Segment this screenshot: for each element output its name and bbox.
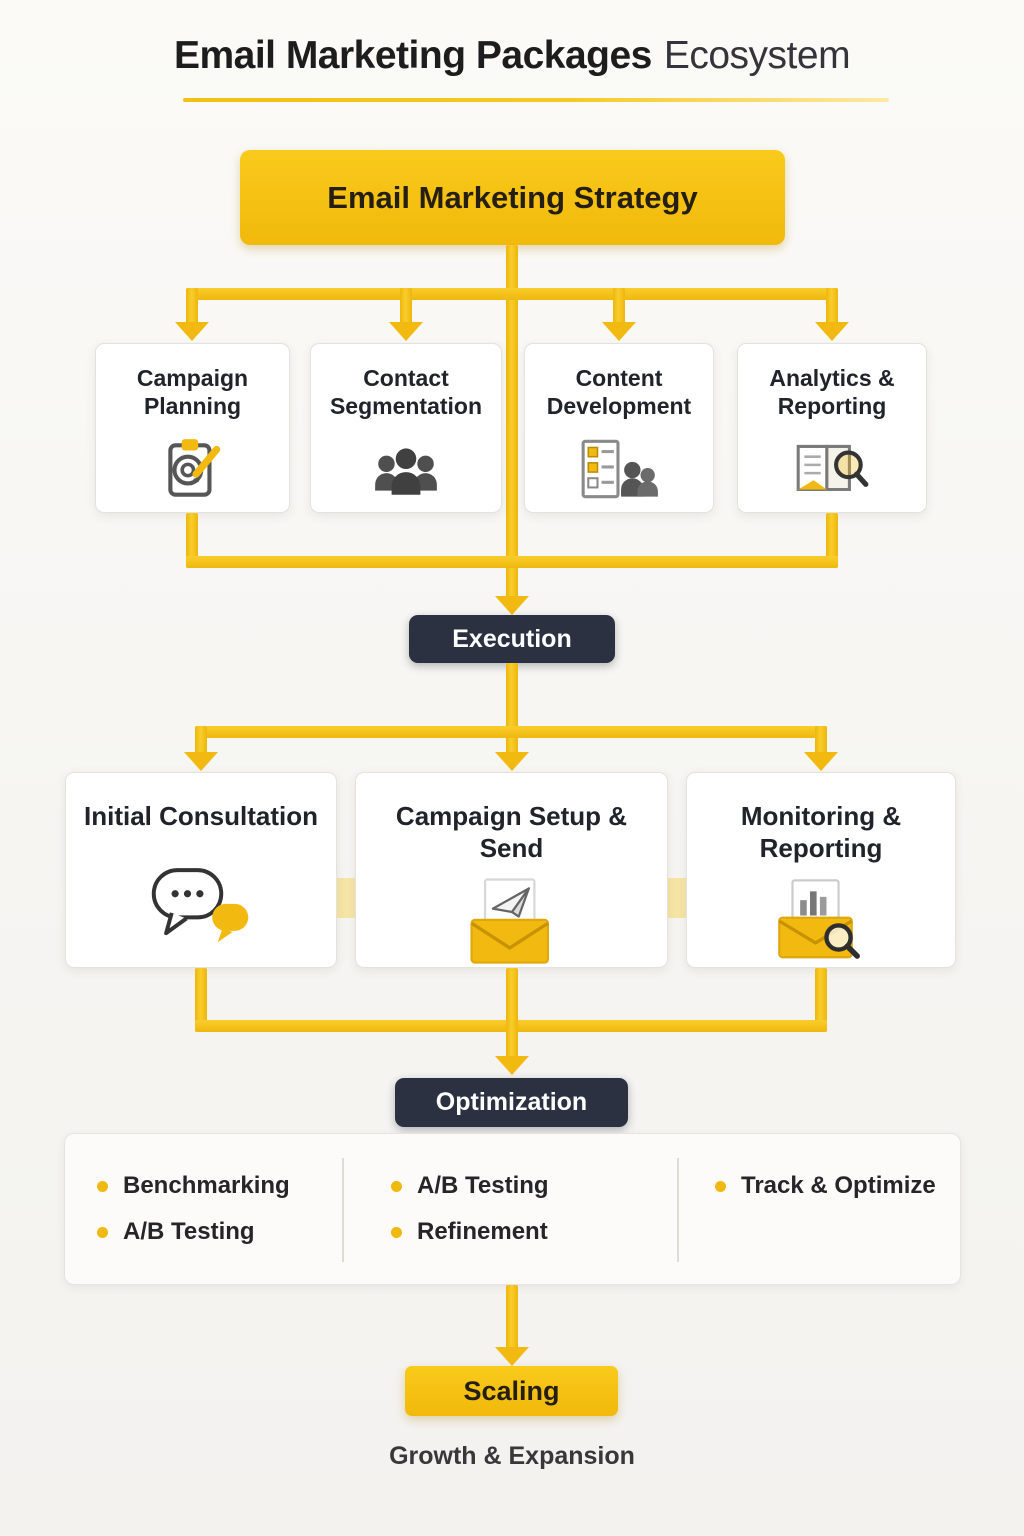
page-title-main: Email Marketing Packages xyxy=(173,34,652,77)
list-item: Benchmarking xyxy=(97,1170,290,1202)
connector-soft xyxy=(666,878,688,918)
list-item: A/B Testing xyxy=(97,1216,290,1248)
report-magnifier-icon xyxy=(790,426,874,512)
bullet-icon xyxy=(97,1226,108,1238)
details-column-3: Track & Optimize xyxy=(715,1170,936,1216)
arrow-down xyxy=(602,322,636,341)
node-analytics-reporting: Analytics & Reporting xyxy=(737,343,927,513)
arrow-down xyxy=(804,752,838,771)
list-item-label: A/B Testing xyxy=(417,1172,549,1199)
arrow-down xyxy=(495,752,529,771)
node-contact-segmentation: Contact Segmentation xyxy=(310,343,502,513)
arrow-down xyxy=(175,322,209,341)
connector-vline xyxy=(195,726,207,754)
connector-vline xyxy=(506,663,518,754)
envelope-analytics-icon xyxy=(765,874,877,967)
card-label: Initial Consultation xyxy=(84,801,318,831)
envelope-send-icon xyxy=(454,874,570,967)
bullet-icon xyxy=(391,1180,402,1192)
card-label: Content Development xyxy=(546,365,692,420)
connector-hline xyxy=(186,556,838,568)
title-divider xyxy=(183,98,889,102)
arrow-down xyxy=(389,322,423,341)
connector-hline xyxy=(186,288,838,300)
connector-vline xyxy=(826,513,838,568)
list-item: A/B Testing xyxy=(391,1170,549,1202)
connector-vline xyxy=(506,968,518,1058)
connector-vline xyxy=(400,288,412,324)
arrow-down xyxy=(184,752,218,771)
bullet-icon xyxy=(391,1226,402,1238)
clipboard-target-icon xyxy=(157,426,229,512)
optimization-details-panel: Benchmarking A/B Testing A/B Testing Ref… xyxy=(64,1133,961,1285)
connector-vline xyxy=(613,288,625,324)
connector-vline xyxy=(815,968,827,1032)
connector-vline xyxy=(506,1285,518,1349)
column-divider xyxy=(342,1158,344,1262)
connector-vline xyxy=(506,245,518,598)
list-item-label: Benchmarking xyxy=(123,1172,290,1199)
page-title-suffix: Ecosystem xyxy=(663,34,851,77)
list-item-label: Track & Optimize xyxy=(741,1172,936,1199)
optimization-label: Optimization xyxy=(435,1088,588,1116)
connector-hline xyxy=(195,726,827,738)
footer-label: Growth & Expansion xyxy=(389,1442,635,1470)
connector-vline xyxy=(815,726,827,754)
connector-vline xyxy=(195,968,207,1032)
arrow-down xyxy=(495,1347,529,1366)
people-group-icon xyxy=(370,426,442,512)
node-optimization: Optimization xyxy=(395,1078,628,1127)
card-label: Analytics & Reporting xyxy=(769,365,895,420)
list-item-label: A/B Testing xyxy=(123,1218,255,1245)
node-campaign-planning: Campaign Planning xyxy=(95,343,290,513)
bullet-icon xyxy=(715,1180,726,1192)
details-column-1: Benchmarking A/B Testing xyxy=(97,1170,290,1262)
connector-vline xyxy=(826,288,838,324)
connector-soft xyxy=(335,878,357,918)
node-content-development: Content Development xyxy=(524,343,714,513)
node-monitoring-reporting: Monitoring & Reporting xyxy=(686,772,956,968)
node-initial-consultation: Initial Consultation xyxy=(65,772,337,968)
card-label: Contact Segmentation xyxy=(329,365,483,420)
checklist-people-icon xyxy=(577,426,661,512)
chat-bubbles-icon xyxy=(147,843,255,967)
node-execution: Execution xyxy=(409,615,615,663)
details-column-2: A/B Testing Refinement xyxy=(391,1170,549,1262)
node-campaign-setup-send: Campaign Setup & Send xyxy=(355,772,668,968)
connector-vline xyxy=(186,288,198,324)
strategy-label: Email Marketing Strategy xyxy=(327,179,698,215)
arrow-down xyxy=(495,596,529,615)
page-title: Email Marketing Packages Ecosystem xyxy=(0,34,1024,78)
arrow-down xyxy=(815,322,849,341)
list-item: Refinement xyxy=(391,1216,549,1248)
list-item: Track & Optimize xyxy=(715,1170,936,1202)
list-item-label: Refinement xyxy=(417,1218,548,1245)
card-label: Monitoring & Reporting xyxy=(740,801,902,863)
arrow-down xyxy=(495,1056,529,1075)
execution-label: Execution xyxy=(452,624,572,653)
card-label: Campaign Setup & Send xyxy=(395,801,628,863)
node-email-marketing-strategy: Email Marketing Strategy xyxy=(240,150,785,245)
scaling-label: Scaling xyxy=(463,1375,560,1406)
card-label: Campaign Planning xyxy=(136,365,249,420)
connector-vline xyxy=(186,513,198,568)
column-divider xyxy=(677,1158,679,1262)
bullet-icon xyxy=(97,1180,108,1192)
node-scaling: Scaling xyxy=(405,1366,618,1416)
